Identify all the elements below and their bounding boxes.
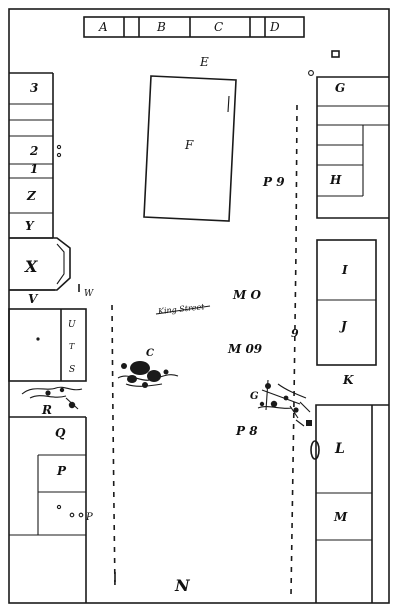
lot-label-a: A bbox=[98, 20, 108, 34]
figure-group-c: C bbox=[117, 348, 179, 388]
top-lots: A B C D bbox=[83, 16, 305, 38]
label-e: E bbox=[199, 55, 209, 69]
label-w: W bbox=[84, 289, 94, 299]
lot-label-b: B bbox=[156, 20, 166, 34]
label-f: F bbox=[184, 138, 194, 152]
lot-label-1: 1 bbox=[30, 162, 38, 176]
marker-mo: M O bbox=[232, 288, 261, 302]
marker-p8: P 8 bbox=[235, 424, 258, 438]
lot-label-j: J bbox=[339, 319, 348, 333]
marker-p9: P 9 bbox=[262, 175, 285, 189]
lot-label-c: C bbox=[214, 20, 223, 34]
marker-m09: M 09 bbox=[227, 342, 263, 356]
lot-label-g: G bbox=[335, 81, 345, 95]
lot-label-2: 2 bbox=[29, 144, 38, 158]
lot-label-s: S bbox=[69, 365, 75, 375]
figure-group-r bbox=[21, 386, 83, 410]
left-lots: 3 2 1 Z Y X V W U T S R bbox=[8, 72, 94, 603]
street-name: King Street bbox=[157, 302, 206, 316]
lot-label-m: M bbox=[333, 510, 348, 524]
lot-label-p: P bbox=[56, 464, 67, 478]
figure-group-g: G bbox=[250, 379, 311, 427]
right-street-line bbox=[290, 104, 298, 596]
label-r: R bbox=[41, 403, 52, 417]
lot-label-y: Y bbox=[25, 219, 35, 233]
lot-label-l: L bbox=[334, 441, 345, 457]
lot-label-q: Q bbox=[55, 426, 66, 440]
label-k: K bbox=[342, 373, 354, 387]
lot-label-z: Z bbox=[26, 189, 37, 203]
lot-label-t: T bbox=[69, 342, 75, 351]
lot-label-i: I bbox=[341, 263, 348, 277]
marker-nine: 9 bbox=[291, 327, 299, 340]
lot-label-x: X bbox=[24, 257, 38, 276]
label-n: N bbox=[174, 576, 191, 595]
plan-border bbox=[8, 8, 390, 604]
label-c-group: C bbox=[146, 348, 154, 359]
left-street-line bbox=[111, 304, 116, 591]
central-building: E F bbox=[143, 55, 237, 222]
lot-label-d: D bbox=[269, 20, 280, 34]
label-g-group: G bbox=[250, 391, 259, 402]
right-lots: G H I J K L M bbox=[306, 50, 389, 603]
lot-label-v: V bbox=[28, 292, 39, 306]
lot-label-u: U bbox=[68, 320, 76, 330]
lot-label-3: 3 bbox=[30, 81, 38, 95]
label-p-small: P bbox=[85, 512, 93, 523]
lot-label-h: H bbox=[329, 173, 342, 187]
